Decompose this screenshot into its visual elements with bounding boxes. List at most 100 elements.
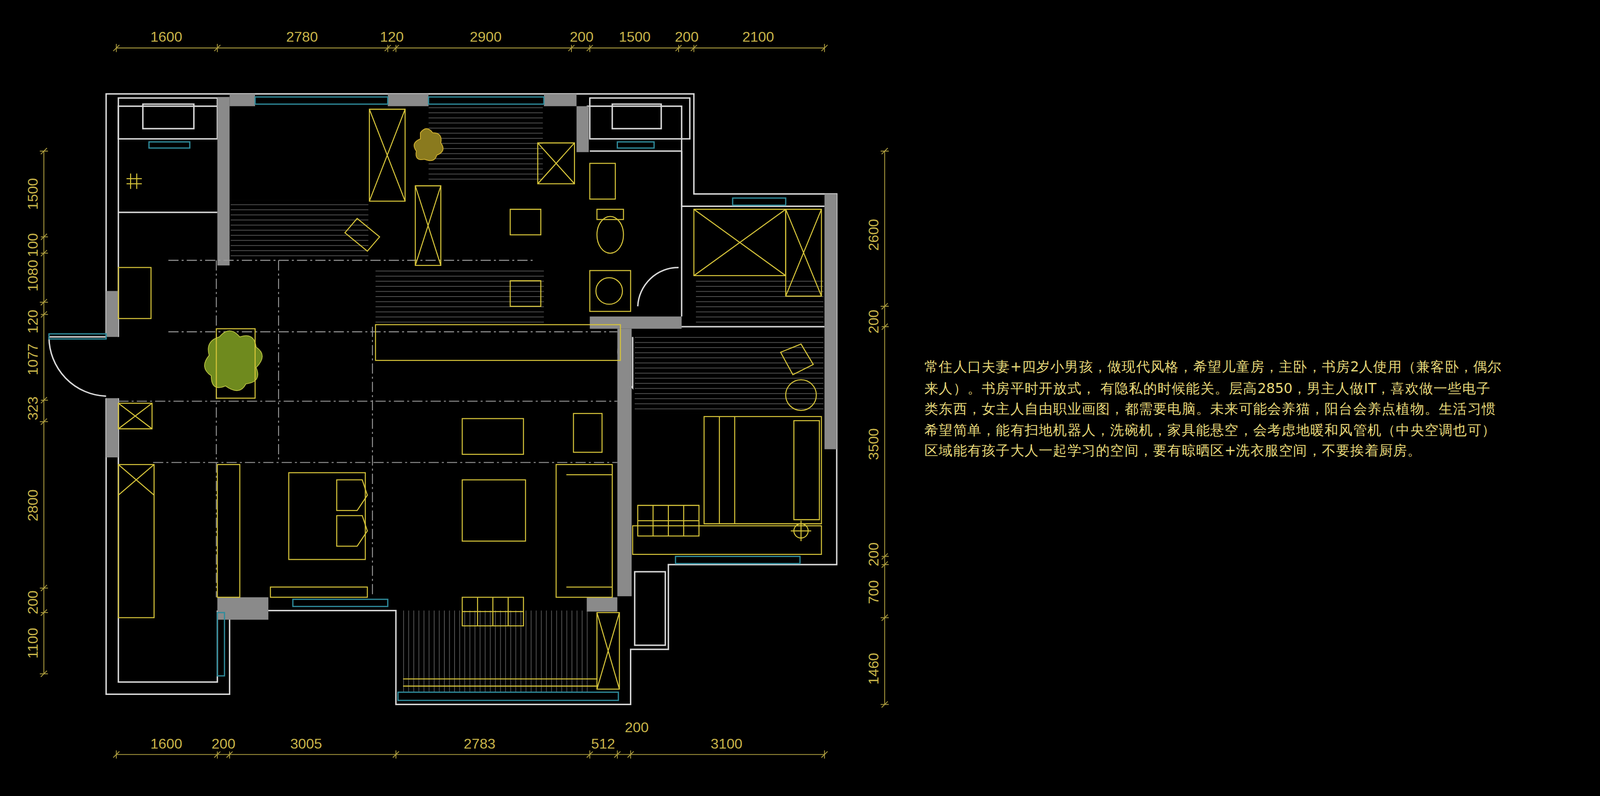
extension-line [217,43,218,52]
window [732,198,786,206]
dimension-text: 2800 [24,489,41,521]
dimension-text: 200 [865,542,882,567]
wall [387,93,429,107]
extension-line [589,43,591,52]
tv-cabinet [462,418,524,455]
extension-line [39,611,48,613]
axis-line [168,259,536,261]
axis-line [215,260,217,597]
dimension-text: 120 [380,28,404,45]
extension-line [39,420,48,422]
extension-line [693,43,695,52]
wall-outline [118,397,218,682]
round-table [785,379,817,411]
dimension-text: 1460 [865,652,882,685]
window [292,598,388,606]
extension-line [880,563,889,565]
dimension-line [884,151,886,705]
wall [576,106,590,153]
balcony-box [118,97,218,139]
toilet-tank [597,209,624,220]
dimension-text: 2783 [463,734,496,752]
wardrobe [537,142,575,184]
vanity [589,270,631,311]
extension-line [823,43,825,52]
cabinet [118,464,155,618]
design-note: 常住人口夫妻+四岁小男孩，做现代风格，希望儿童房，主卧，书房2人使用（兼客卧，偶… [924,356,1504,440]
window [49,333,107,339]
wardrobe [693,209,786,276]
grey-walls [106,93,837,620]
extension-line [387,43,389,52]
extension-line [880,150,889,152]
extension-line [116,43,117,52]
wall [106,291,119,338]
dimension-text: 1080 [24,259,41,292]
extension-line [39,672,48,674]
outer-walls [49,93,837,705]
wardrobe [369,108,406,201]
extension-line [39,399,48,401]
wall [543,93,577,107]
bed-frame [632,525,822,554]
wall [106,397,119,458]
dimension-text: 1500 [24,178,41,210]
wardrobe [785,209,822,296]
extension-line [880,326,889,327]
toilet [597,216,624,253]
dimension-text: 2900 [469,28,502,45]
design-note: 区域能有孩子大人一起学习的空间，要有晾晒区+洗衣服空间，不要挨着厨房。 [924,439,1504,461]
floor-hatch [695,277,824,327]
axis-line [153,461,618,463]
lamp-symbol [790,520,812,541]
extension-line [39,252,48,254]
wall-outline [118,106,218,338]
window [217,612,225,676]
plant [204,330,263,391]
dimension-text: 1600 [150,28,183,45]
door-swing [49,336,107,397]
plant [414,128,444,161]
axis-line [118,400,618,402]
wall-line [118,211,218,214]
dimension-text: 1500 [618,28,651,45]
floor-hatch [634,336,824,414]
desk [375,324,621,361]
floor-hatch [428,106,543,183]
extension-line [617,749,618,758]
dimension-text: 200 [674,28,699,45]
extension-line [395,749,397,758]
chair [336,479,368,547]
balcony-box [634,571,666,645]
extension-line [880,617,889,618]
cabinet [118,403,152,429]
dimension-text: 200 [865,309,882,334]
extension-line [880,703,889,705]
axis-line [372,326,373,597]
floor-hatch [375,267,544,324]
extension-line [589,749,591,758]
coffee-table [462,479,526,541]
wall [617,328,632,597]
dimension-text: 323 [24,396,41,421]
extension-line [39,314,48,315]
wall-outline [106,93,837,705]
axis-line [278,260,280,463]
cabinet [118,267,152,319]
dimension-text: 1077 [24,343,41,376]
extension-line [678,43,680,52]
dimension-text: 2100 [742,28,775,45]
bay-cushion [462,597,524,626]
extension-line [39,587,48,589]
wardrobe [415,185,442,266]
stove-symbol [126,173,143,190]
extension-line [116,749,117,758]
furniture [118,108,822,689]
dimension-text: 200 [625,718,649,735]
windows [49,97,800,700]
extension-line [880,305,889,307]
extension-line [39,150,48,152]
planter [216,328,256,399]
dimension-text: 100 [24,233,41,257]
